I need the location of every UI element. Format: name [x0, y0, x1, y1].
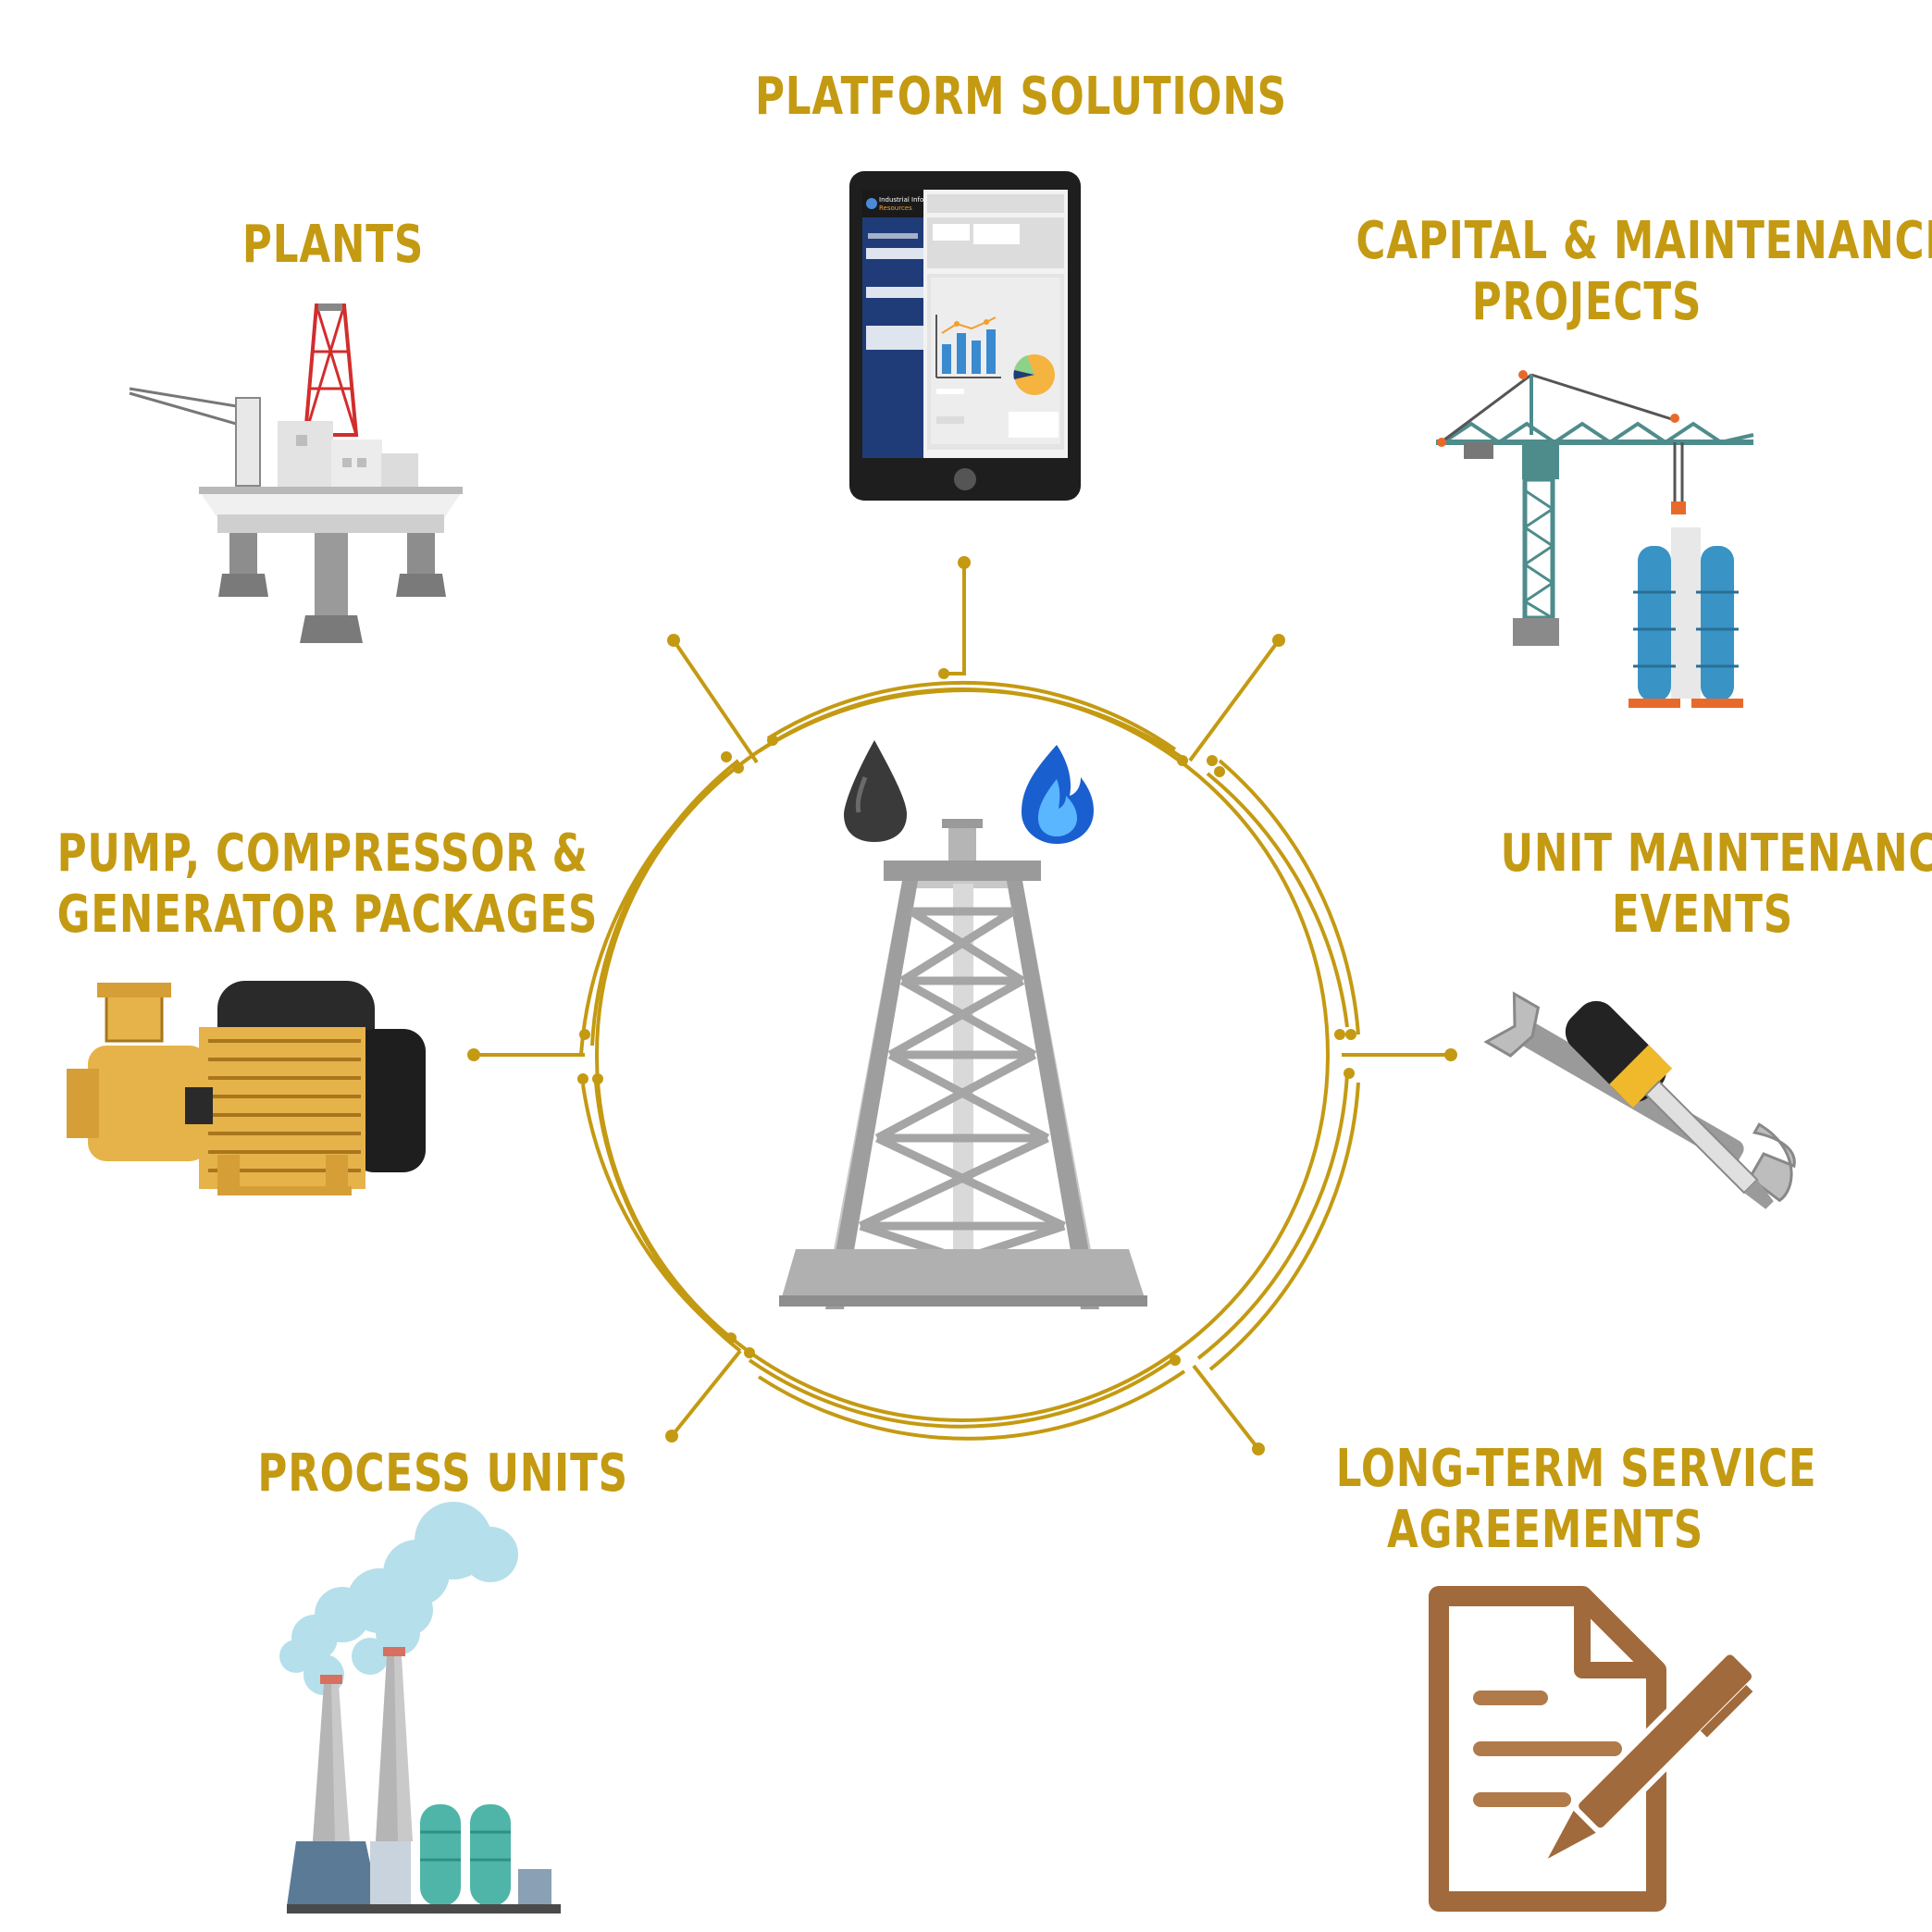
service-agreements-label-line-2: AGREEMENTS	[1387, 1500, 1703, 1561]
gas-flame-icon	[1022, 745, 1094, 844]
plants-label: PLANTS	[242, 215, 425, 275]
connector-dots	[467, 556, 1457, 1455]
service-agreements-label-line-1: LONG-TERM SERVICE	[1335, 1439, 1817, 1499]
contract-pen-icon	[1429, 1586, 1757, 1912]
connector-spokes	[474, 563, 1451, 1451]
service-agreements-label: LONG-TERM SERVICE AGREEMENTS	[1335, 1439, 1817, 1561]
process-units-label: PROCESS UNITS	[257, 1443, 628, 1504]
tablet-brand-2: Resources	[879, 204, 912, 212]
wrench-screwdriver-icon	[1483, 991, 1796, 1209]
capital-projects-label-line-2: PROJECTS	[1471, 272, 1703, 333]
construction-crane-icon	[1436, 370, 1754, 708]
pump-motor-icon	[67, 981, 426, 1195]
connector-rings	[579, 680, 1360, 1441]
derrick-icon	[779, 819, 1147, 1309]
unit-maintenance-label-line-2: EVENTS	[1612, 885, 1793, 946]
unit-maintenance-label-line-1: UNIT MAINTENANCE	[1500, 824, 1932, 884]
tablet-dashboard-icon: Industrial Info Resources	[849, 171, 1081, 501]
factory-smokestack-icon	[279, 1502, 561, 1913]
tablet-brand-1: Industrial Info	[879, 196, 923, 204]
unit-maintenance-label: UNIT MAINTENANCE EVENTS	[1500, 824, 1932, 946]
oil-drop-icon	[844, 740, 907, 842]
offshore-platform-icon	[129, 303, 463, 643]
